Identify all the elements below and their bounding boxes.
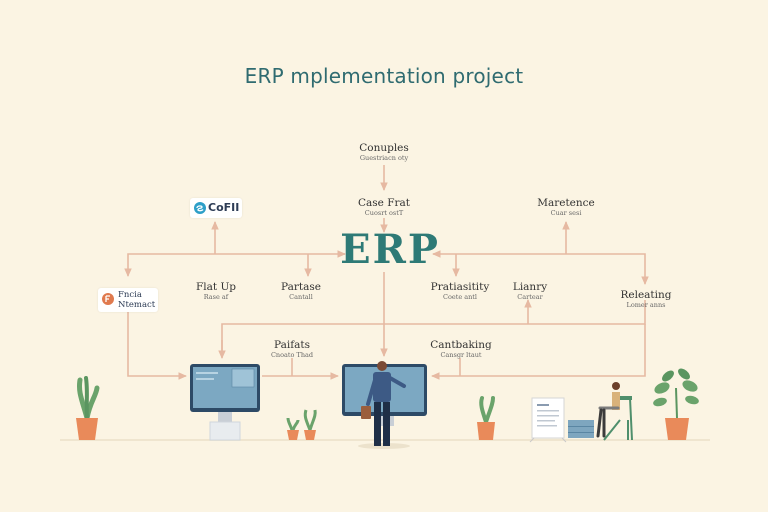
node-label: Pratiasitity	[430, 281, 490, 293]
fncia-logo-icon	[102, 293, 114, 305]
node-sublabel: Cansgr ltaut	[440, 351, 482, 359]
node-label: Case Frat	[357, 197, 411, 209]
cofii-logo-icon	[194, 202, 206, 214]
node-sublabel: Cuosrt ostT	[364, 209, 404, 217]
node-cantbaking: Cantbaking Cansgr ltaut	[421, 339, 501, 359]
line-right-main	[435, 253, 649, 285]
person-presenter-icon	[358, 361, 410, 449]
node-sublabel: Rase af	[203, 293, 229, 301]
fncia-label-2: Ntemact	[118, 300, 156, 310]
node-paifats: Paifats Cnoato Thad	[252, 339, 332, 359]
node-partase: Partase Cantall	[261, 281, 341, 301]
node-sublabel: Cantall	[289, 293, 313, 301]
fncia-badge: Fncia Ntemact	[98, 288, 158, 312]
node-sublabel: Cuar sesi	[550, 209, 582, 217]
cofii-badge: CoFII	[190, 198, 242, 218]
plant-left-icon	[76, 376, 100, 440]
node-label: Paifats	[274, 339, 310, 351]
node-label: Releating	[620, 289, 672, 301]
page-title: ERP mplementation project	[244, 64, 524, 88]
node-maretence: Maretence Cuar sesi	[526, 197, 606, 217]
plant-small-2-icon	[303, 409, 317, 440]
line-left-down	[127, 296, 187, 380]
fncia-label-1: Fncia	[118, 290, 142, 300]
line-right-bottom	[431, 324, 646, 380]
document-board-icon	[529, 397, 567, 443]
node-sublabel: Coete antl	[442, 293, 477, 301]
node-sublabel: Lomer anns	[626, 301, 666, 309]
plant-small-1-icon	[286, 417, 300, 440]
cofii-label: CoFII	[208, 201, 240, 214]
node-pratiasitity: Pratiasitity Coete antl	[420, 281, 500, 301]
line-left-main	[124, 253, 345, 277]
plant-middle-right-icon	[477, 396, 495, 440]
node-flat-up: Flat Up Rase af	[176, 281, 256, 301]
person-sitting-icon	[596, 382, 633, 441]
node-label: Partase	[281, 281, 321, 293]
node-sublabel: Guestriacn oty	[359, 154, 409, 162]
node-conuples: Conuples Guestriacn oty	[344, 142, 424, 162]
node-label: Cantbaking	[430, 339, 492, 351]
monitor-left-icon	[190, 364, 260, 441]
node-case-frat: Case Frat Cuosrt ostT	[344, 197, 424, 217]
node-releating: Releating Lomer anns	[606, 289, 686, 309]
node-sublabel: Cnoato Thad	[270, 351, 314, 359]
node-lianry: Lianry Cartear	[490, 281, 570, 301]
node-label: Maretence	[537, 197, 595, 209]
node-sublabel: Cartear	[517, 293, 543, 301]
node-label: Conuples	[359, 142, 409, 154]
node-label: Flat Up	[195, 281, 237, 293]
node-label: Lianry	[512, 281, 548, 293]
server-box-icon	[568, 420, 594, 438]
plant-right-icon	[653, 368, 699, 440]
erp-center-label: ERP	[340, 226, 440, 273]
